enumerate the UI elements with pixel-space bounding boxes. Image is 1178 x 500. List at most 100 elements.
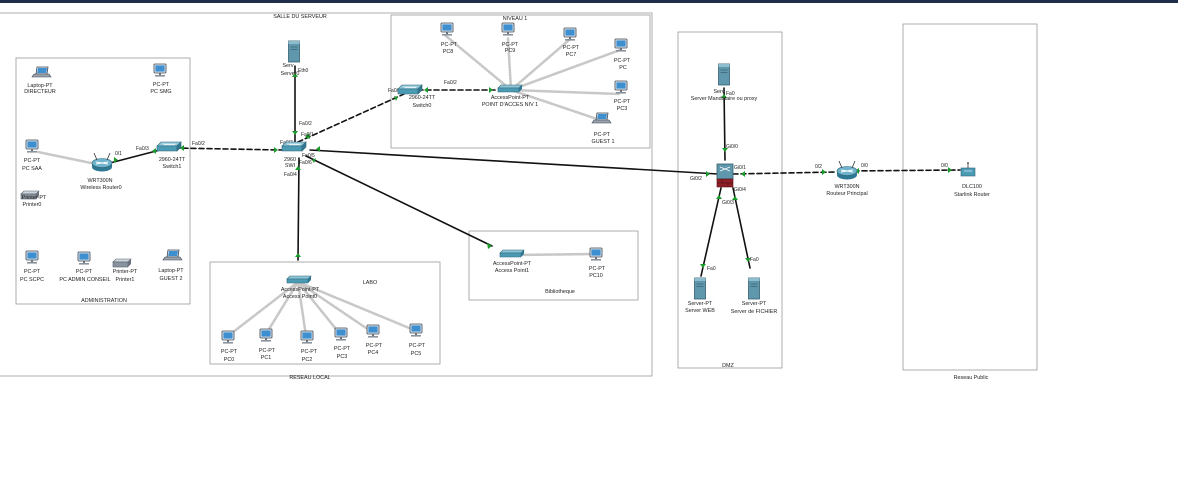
port-label: Fa0/2 [192,141,205,147]
device-type-label: PC-PT [76,269,93,275]
port-label: Fa0/2 [299,121,312,127]
device-type-label: Laptop-PT [158,268,184,274]
pc-icon[interactable] [563,27,577,42]
area-reseau-public [902,23,1038,371]
access-point-icon[interactable] [497,84,523,93]
pc-icon[interactable] [153,63,167,78]
window-top-bar [0,0,1178,3]
pc-icon[interactable] [334,327,348,342]
area-administration [15,57,191,305]
device-type-label: WRT300N [834,184,859,190]
device-type-label: AccessPoint-PT [491,95,530,101]
device-name-label: PC10 [589,273,603,279]
device-name-label: PC SAA [22,166,42,172]
area-bibliotheque [468,230,639,301]
server-icon[interactable] [694,277,706,300]
wireless-router-icon[interactable] [91,152,113,172]
area-dmz [677,31,783,369]
device-name-label: SWI [285,163,295,169]
area-label-reseau-local: RESEAU LOCAL [289,375,330,381]
device-type-label: PC-PT [441,42,458,48]
device-type-label: DLC100 [962,184,982,190]
port-label: Eth0 [298,68,309,74]
laptop-icon[interactable] [162,249,183,261]
device-type-label: PC-PT [221,349,238,355]
device-name-label: Access Point1 [495,268,529,274]
laptop-icon[interactable] [31,66,52,78]
pc-icon[interactable] [366,324,380,339]
device-name-label: PC SMG [150,89,171,95]
device-type-label: Serv [713,89,724,95]
port-label: Fa0/5 [302,153,315,159]
pc-icon[interactable] [501,22,515,37]
pc-icon[interactable] [221,330,235,345]
device-type-label: PC-PT [614,99,631,105]
port-label: Fa0 [750,257,759,263]
device-type-label: Server-PT [742,301,767,307]
pc-icon[interactable] [25,250,39,265]
port-label: Fa0/1 [388,88,401,94]
port-label: Gi0/0 [726,144,738,150]
pc-icon[interactable] [300,330,314,345]
firewall-icon[interactable] [716,163,734,188]
area-label-salle-serveur: SALLE DU SERVEUR [273,14,327,20]
access-point-icon[interactable] [499,249,525,258]
port-label: 0/1 [115,151,122,157]
switch-icon[interactable] [281,141,307,152]
access-point-icon[interactable] [286,275,312,284]
server-icon[interactable] [288,40,300,63]
pc-icon[interactable] [259,328,273,343]
port-label: Fa0/6 [299,160,312,166]
area-label-bibliotheque: Bibliotheque [545,289,575,295]
server-icon[interactable] [748,277,760,300]
area-labels: SALLE DU SERVEUR NIVEAU 1 ADMINISTRATION… [81,14,989,381]
device-type-label: PC-PT [334,346,351,352]
device-name-label: GUEST 1 [592,139,615,145]
pc-icon[interactable] [614,80,628,95]
area-label-reseau-public: Reseau Public [954,375,989,381]
pc-icon[interactable] [589,247,603,262]
printer-icon[interactable] [112,258,132,268]
device-name-label: POINT D'ACCES NIV 1 [482,102,538,108]
device-name-label: Printer1 [116,277,135,283]
device-name-label: PC8 [443,49,454,55]
port-label: Gi0/1 [734,165,746,171]
device-type-label: PC-PT [594,132,611,138]
device-name-label: DIRECTEUR [24,89,56,95]
crossover-links [174,89,961,175]
device-type-label: PC-PT [24,269,41,275]
device-name-label: Access Point0 [283,294,317,300]
device-name-label: Wireless Router0 [80,185,121,191]
area-label-labo: LABO [363,280,377,286]
switch-icon[interactable] [156,141,182,152]
pc-icon[interactable] [77,251,91,266]
area-label-dmz: DMZ [722,363,734,369]
device-type-label: PC-PT [301,349,318,355]
device-name-label: PC4 [368,350,379,356]
device-type-label: 2960-24TT [409,95,436,101]
port-label: Fa0 [726,91,735,97]
modem-icon[interactable] [960,161,976,177]
pc-icon[interactable] [440,22,454,37]
device-type-label: PC-PT [614,58,631,64]
wireless-router-icon[interactable] [836,160,858,180]
switch-icon[interactable] [397,84,423,95]
pc-icon[interactable] [614,38,628,53]
area-label-administration: ADMINISTRATION [81,298,127,304]
device-type-label: Printer-PT [113,269,138,275]
server-icon[interactable] [718,63,730,86]
pc-icon[interactable] [25,139,39,154]
area-label-niveau1: NIVEAU 1 [503,16,528,22]
device-type-label: Laptop-PT [27,83,53,89]
device-name-label: Server de FICHIER [731,309,778,315]
device-name-label: Printer0 [23,202,42,208]
pc-icon[interactable] [409,323,423,338]
device-name-label: PC3 [617,106,628,112]
area-reseau-local [0,12,653,377]
device-name-label: PC [619,65,627,71]
device-type-label: PC-PT [563,45,580,51]
device-name-label: Switch0 [413,103,432,109]
port-label: Gi0/2 [690,176,702,182]
device-type-label: PC-PT [502,42,519,48]
